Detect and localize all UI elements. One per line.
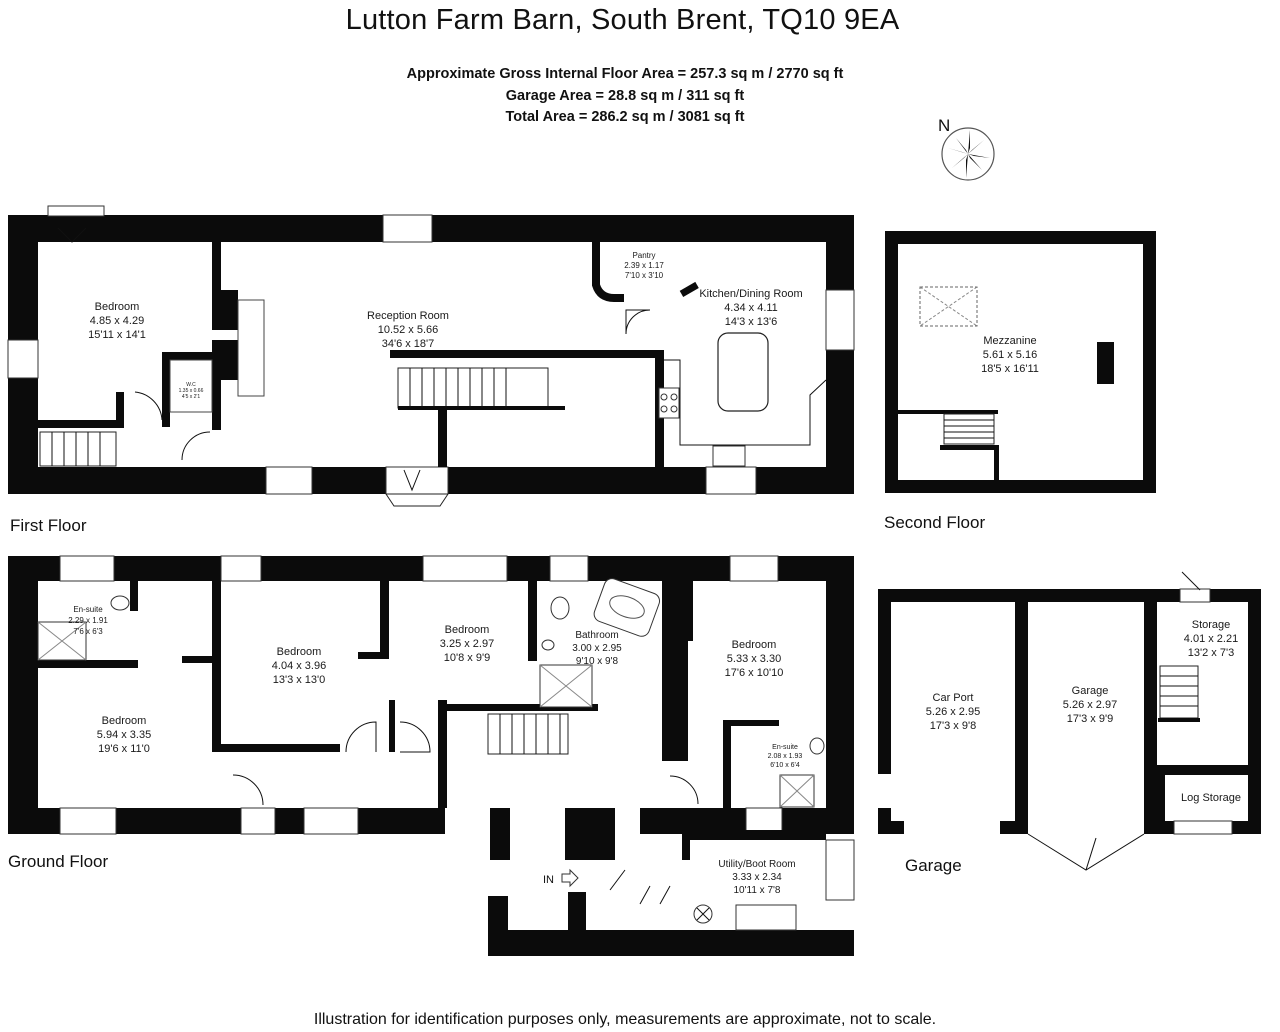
svg-text:6'10 x 6'4: 6'10 x 6'4 [770, 762, 800, 769]
svg-text:1.35 x 0.66: 1.35 x 0.66 [179, 388, 204, 394]
ground-floor-plan [8, 555, 855, 956]
garage-plan [878, 571, 1261, 871]
svg-text:7'6 x 6'3: 7'6 x 6'3 [73, 627, 103, 636]
ff-reception-label: Reception Room 10.52 x 5.66 34'6 x 18'7 [367, 310, 449, 350]
svg-text:14'3 x 13'6: 14'3 x 13'6 [725, 316, 778, 328]
ff-kitchen-label: Kitchen/Dining Room 4.34 x 4.11 14'3 x 1… [699, 288, 802, 328]
svg-text:Garage: Garage [1072, 685, 1109, 697]
svg-text:10'8 x 9'9: 10'8 x 9'9 [444, 652, 490, 664]
gf-ensuite2-label: En-suite 2.08 x 1.93 6'10 x 6'4 [768, 744, 803, 769]
svg-text:5.26 x 2.95: 5.26 x 2.95 [926, 706, 980, 718]
svg-text:Bedroom: Bedroom [102, 715, 147, 727]
first-floor-heading: First Floor [10, 516, 87, 535]
compass-north-label: N [938, 116, 950, 135]
svg-text:2.08 x 1.93: 2.08 x 1.93 [768, 753, 803, 760]
svg-text:3.00 x 2.95: 3.00 x 2.95 [572, 643, 622, 654]
svg-text:17'3 x 9'8: 17'3 x 9'8 [930, 720, 976, 732]
ff-bedroom-label: Bedroom 4.85 x 4.29 15'11 x 14'1 [88, 301, 146, 341]
gf-bedroom1-label: Bedroom 5.94 x 3.35 19'6 x 11'0 [97, 715, 151, 755]
svg-text:4.34 x 4.11: 4.34 x 4.11 [724, 302, 778, 314]
svg-text:Car Port: Car Port [933, 692, 974, 704]
svg-text:17'3 x 9'9: 17'3 x 9'9 [1067, 713, 1113, 725]
svg-text:En-suite: En-suite [73, 605, 103, 614]
svg-text:Pantry: Pantry [632, 251, 655, 260]
gf-bathroom-label: Bathroom 3.00 x 2.95 9'10 x 9'8 [572, 630, 622, 667]
svg-text:13'2 x 7'3: 13'2 x 7'3 [1188, 647, 1234, 659]
area-summary: Approximate Gross Internal Floor Area = … [0, 64, 1250, 129]
svg-text:2.39 x 1.17: 2.39 x 1.17 [624, 261, 664, 270]
svg-text:Mezzanine: Mezzanine [983, 335, 1036, 347]
gf-bedroom3-label: Bedroom 3.25 x 2.97 10'8 x 9'9 [440, 624, 494, 664]
svg-text:Reception Room: Reception Room [367, 310, 449, 322]
ff-wc-label: W.C 1.35 x 0.66 4'5 x 2'1 [179, 382, 204, 400]
svg-text:34'6 x 18'7: 34'6 x 18'7 [382, 338, 435, 350]
svg-text:9'10 x 9'8: 9'10 x 9'8 [576, 656, 619, 667]
svg-text:13'3 x 13'0: 13'3 x 13'0 [273, 674, 326, 686]
garage-labels: Car Port 5.26 x 2.95 17'3 x 9'8 Garage 5… [926, 619, 1241, 804]
svg-text:En-suite: En-suite [772, 744, 798, 751]
svg-text:18'5 x 16'11: 18'5 x 16'11 [981, 363, 1039, 375]
svg-text:Bedroom: Bedroom [445, 624, 490, 636]
first-floor-plan [7, 205, 855, 507]
svg-text:4.85 x 4.29: 4.85 x 4.29 [90, 315, 144, 327]
svg-text:10.52 x 5.66: 10.52 x 5.66 [378, 324, 439, 336]
log-storage-label: Log Storage [1181, 792, 1241, 804]
svg-text:Bedroom: Bedroom [732, 639, 777, 651]
svg-text:Utility/Boot Room: Utility/Boot Room [718, 859, 795, 870]
ground-floor-labels: En-suite 2.29 x 1.91 7'6 x 6'3 Bedroom 5… [68, 605, 802, 896]
svg-text:4.04 x 3.96: 4.04 x 3.96 [272, 660, 326, 672]
carport-label: Car Port 5.26 x 2.95 17'3 x 9'8 [926, 692, 980, 732]
first-floor-labels: Bedroom 4.85 x 4.29 15'11 x 14'1 W.C 1.3… [88, 251, 803, 400]
svg-text:Storage: Storage [1192, 619, 1231, 631]
gf-ensuite1-label: En-suite 2.29 x 1.91 7'6 x 6'3 [68, 605, 108, 636]
svg-text:W.C: W.C [186, 382, 196, 388]
svg-text:2.29 x 1.91: 2.29 x 1.91 [68, 616, 108, 625]
svg-text:19'6 x 11'0: 19'6 x 11'0 [98, 743, 150, 755]
svg-text:5.61 x 5.16: 5.61 x 5.16 [983, 349, 1037, 361]
sf-mezzanine-label: Mezzanine 5.61 x 5.16 18'5 x 16'11 [981, 335, 1039, 375]
svg-text:10'11 x 7'8: 10'11 x 7'8 [733, 885, 780, 896]
svg-text:5.33 x 3.30: 5.33 x 3.30 [727, 653, 781, 665]
second-floor-heading: Second Floor [884, 513, 985, 532]
svg-text:3.33 x 2.34: 3.33 x 2.34 [732, 872, 782, 883]
svg-text:7'10 x 3'10: 7'10 x 3'10 [625, 271, 664, 280]
garage-area-text: Garage Area = 28.8 sq m / 311 sq ft [505, 87, 745, 104]
gf-bedroom2-label: Bedroom 4.04 x 3.96 13'3 x 13'0 [272, 646, 326, 686]
gf-bedroom4-label: Bedroom 5.33 x 3.30 17'6 x 10'10 [725, 639, 784, 679]
svg-text:4'5 x 2'1: 4'5 x 2'1 [182, 394, 201, 400]
disclaimer-text: Illustration for identification purposes… [313, 1011, 937, 1028]
svg-text:Bedroom: Bedroom [277, 646, 322, 658]
storage-label: Storage 4.01 x 2.21 13'2 x 7'3 [1184, 619, 1238, 659]
svg-text:17'6 x 10'10: 17'6 x 10'10 [725, 667, 784, 679]
svg-text:Bedroom: Bedroom [95, 301, 140, 313]
stairs-bedroom-landing [39, 431, 117, 467]
svg-text:3.25 x 2.97: 3.25 x 2.97 [440, 638, 494, 650]
gross-area-text: Approximate Gross Internal Floor Area = … [406, 66, 844, 82]
gf-utility-label: Utility/Boot Room 3.33 x 2.34 10'11 x 7'… [718, 859, 795, 896]
svg-text:Bathroom: Bathroom [575, 630, 618, 641]
stairs-first-floor [397, 367, 565, 410]
compass-rose-icon: N [938, 116, 995, 181]
svg-text:Kitchen/Dining Room: Kitchen/Dining Room [699, 288, 802, 300]
total-area-text: Total Area = 286.2 sq m / 3081 sq ft [505, 109, 745, 125]
garage-heading: Garage [905, 856, 962, 875]
svg-text:5.94 x 3.35: 5.94 x 3.35 [97, 729, 151, 741]
ground-floor-heading: Ground Floor [8, 852, 108, 871]
entrance-label: IN [543, 874, 554, 886]
svg-text:4.01 x 2.21: 4.01 x 2.21 [1184, 633, 1238, 645]
garage-room-label: Garage 5.26 x 2.97 17'3 x 9'9 [1063, 685, 1117, 725]
svg-text:15'11 x 14'1: 15'11 x 14'1 [88, 329, 146, 341]
ff-pantry-label: Pantry 2.39 x 1.17 7'10 x 3'10 [624, 251, 664, 280]
second-floor-plan [885, 231, 1156, 493]
plan-title: Lutton Farm Barn, South Brent, TQ10 9EA [345, 4, 900, 36]
svg-text:5.26 x 2.97: 5.26 x 2.97 [1063, 699, 1117, 711]
